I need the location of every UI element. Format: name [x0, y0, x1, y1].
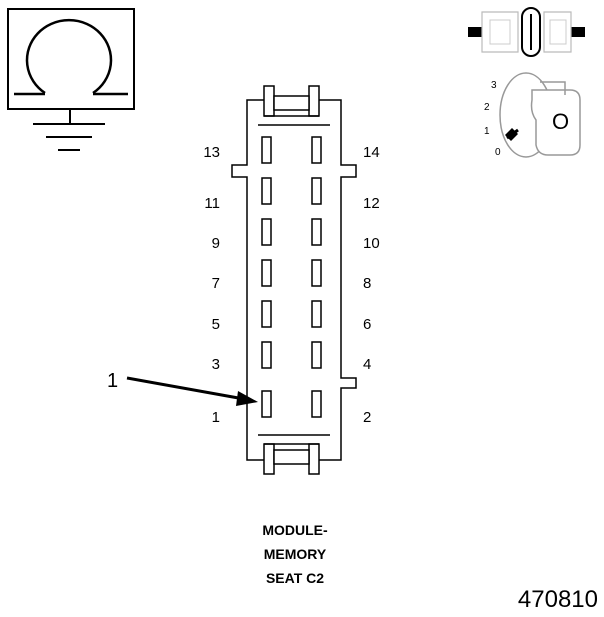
pin-cavities	[261, 136, 322, 418]
cavity-13	[261, 136, 272, 164]
cavity-7	[261, 259, 272, 287]
pin-label-10: 10	[363, 235, 380, 252]
callout-arrow: 1	[107, 370, 258, 406]
cavity-9	[261, 218, 272, 246]
key-position-3: 3	[491, 80, 497, 91]
caption-line-3: SEAT C2	[265, 570, 325, 586]
cavity-6	[311, 300, 322, 328]
pin-label-13: 13	[203, 144, 220, 161]
cavity-8	[311, 259, 322, 287]
pin-label-11: 11	[204, 195, 220, 212]
caption-line-2: MEMORY	[263, 546, 327, 562]
callout-label: 1	[107, 370, 118, 392]
cavity-11	[261, 177, 272, 205]
connector-body	[231, 85, 357, 475]
pin-label-14: 14	[363, 144, 380, 161]
pin-label-6: 6	[363, 316, 371, 333]
cavity-14	[311, 136, 322, 164]
key-position-0: 0	[495, 147, 501, 158]
pin-labels-right: 14 12 10 8 6 4 2	[363, 144, 380, 426]
pin-label-4: 4	[363, 356, 371, 373]
ignition-key-icon: O 3 2 1 0	[484, 72, 581, 158]
pin-label-8: 8	[363, 275, 371, 292]
cavity-12	[311, 177, 322, 205]
ground-symbol-icon	[7, 8, 135, 151]
cavity-3	[261, 341, 272, 369]
pin-label-2: 2	[363, 409, 371, 426]
pin-label-7: 7	[212, 275, 220, 292]
pin-label-9: 9	[212, 235, 220, 252]
key-symbol: O	[552, 109, 569, 134]
caption-line-1: MODULE-	[262, 522, 328, 538]
connector-inline-icon	[468, 7, 585, 57]
cavity-2	[311, 390, 322, 418]
figure-number: 470810	[517, 586, 598, 613]
pin-label-1: 1	[212, 409, 220, 426]
cavity-1	[261, 390, 272, 418]
connector-caption: MODULE- MEMORY SEAT C2	[190, 518, 400, 590]
cavity-5	[261, 300, 272, 328]
pin-label-3: 3	[212, 356, 220, 373]
key-position-1: 1	[484, 126, 490, 137]
pin-labels-left: 13 11 9 7 5 3 1	[203, 144, 220, 426]
cavity-4	[311, 341, 322, 369]
cavity-10	[311, 218, 322, 246]
pin-label-5: 5	[212, 316, 220, 333]
key-position-2: 2	[484, 102, 490, 113]
pin-label-12: 12	[363, 195, 380, 212]
